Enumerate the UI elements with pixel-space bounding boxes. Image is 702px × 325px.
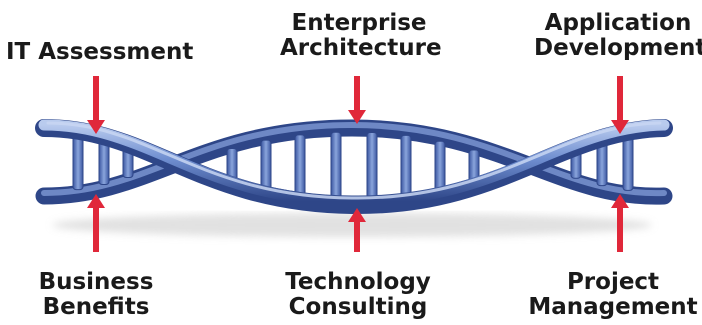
label-technology-consulting: Technology Consulting <box>282 270 434 320</box>
label-enterprise-architecture-line-1: Enterprise <box>291 10 427 36</box>
label-business-benefits: Business Benefits <box>28 270 164 320</box>
helix-rung <box>366 131 378 202</box>
helix-rungs <box>72 131 634 202</box>
label-technology-consulting-line-2: Consulting <box>288 294 428 320</box>
helix-rung <box>400 134 412 199</box>
label-project-management-line-2: Management <box>528 294 698 320</box>
arrow-enterprise-architecture <box>348 76 366 124</box>
arrow-project-management <box>611 194 629 252</box>
pointer-arrows <box>87 76 629 252</box>
helix-rung <box>434 140 446 193</box>
label-business-benefits-line-1: Business <box>38 269 154 295</box>
helix-rung <box>72 134 84 191</box>
label-project-management: Project Management <box>524 270 702 320</box>
label-it-assessment: IT Assessment <box>6 40 193 65</box>
label-it-assessment-line-1: IT Assessment <box>6 39 194 65</box>
arrow-application-development <box>611 76 629 134</box>
helix-rung <box>98 139 110 185</box>
label-technology-consulting-line-1: Technology <box>285 269 431 295</box>
helix-rung <box>596 141 608 187</box>
helix-rung <box>622 135 634 191</box>
helix-shadow <box>52 213 652 237</box>
arrow-business-benefits <box>87 194 105 252</box>
label-enterprise-architecture: Enterprise Architecture <box>280 10 442 61</box>
label-project-management-line-1: Project <box>566 269 660 295</box>
label-application-development-line-1: Application <box>544 10 692 36</box>
arrow-it-assessment <box>87 76 105 134</box>
helix-rung <box>294 134 306 198</box>
helix-rung <box>330 131 342 202</box>
arrow-technology-consulting <box>348 208 366 252</box>
label-business-benefits-line-2: Benefits <box>42 294 150 320</box>
label-enterprise-architecture-line-2: Architecture <box>280 35 442 61</box>
label-application-development: Application Development <box>534 11 702 61</box>
helix-rung <box>260 139 272 192</box>
label-application-development-line-2: Development <box>534 35 702 61</box>
